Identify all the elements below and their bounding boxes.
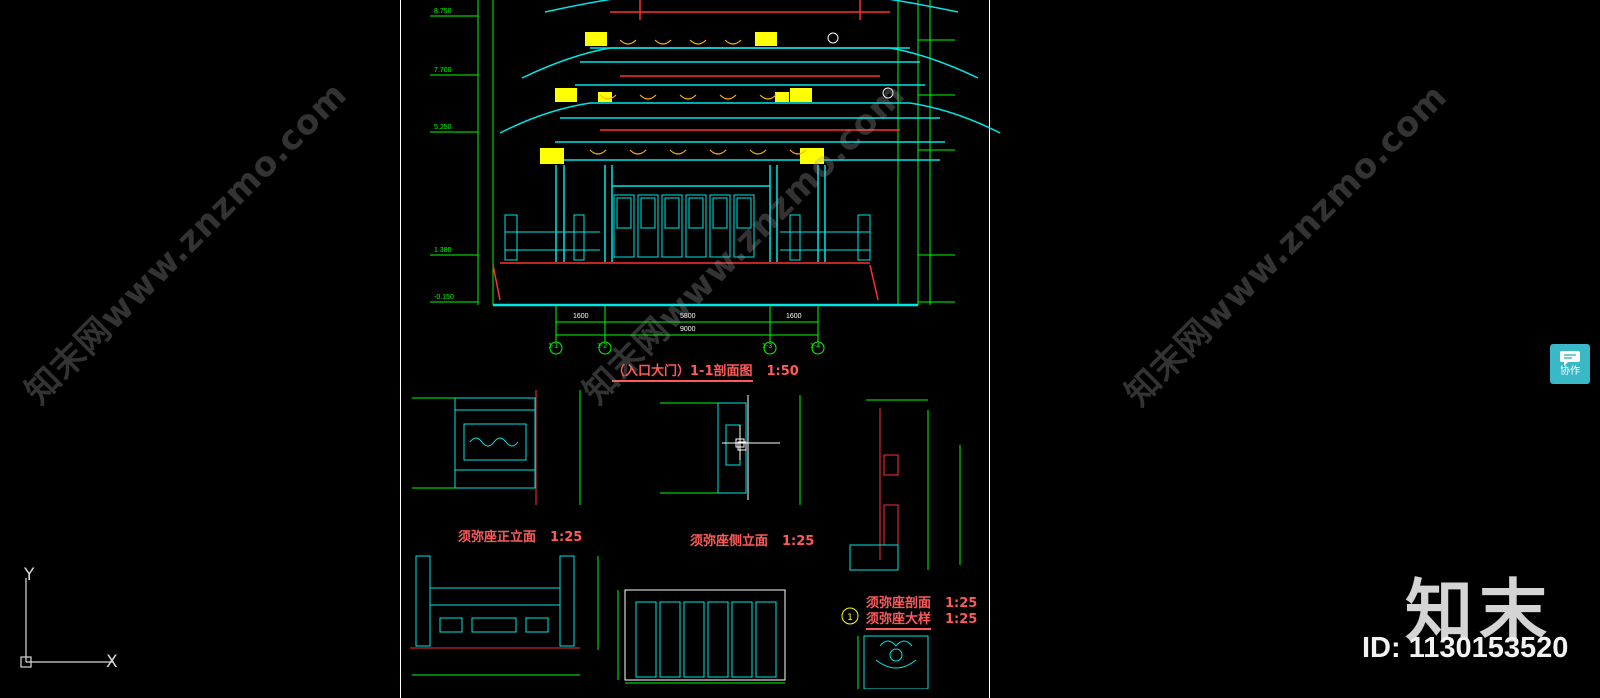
grid-axis-label: 1-3 (762, 343, 773, 350)
dimension-text: 9000 (680, 326, 696, 333)
base-detail-title-scale: 1:25 (945, 612, 978, 627)
grid-axis-label: 1-1 (548, 343, 559, 350)
dimension-text: 1600 (573, 313, 589, 320)
base-detail-title-text: 须弥座大样 (866, 612, 932, 630)
level-text: 8.750 (434, 8, 452, 15)
grid-axis-label: 1-4 (810, 343, 821, 350)
collaborate-button[interactable]: 协作 (1550, 344, 1590, 384)
level-text: 5.250 (434, 124, 452, 131)
base-side-title: 须弥座侧立面 1:25 (690, 530, 814, 549)
base-side-elevation-drawing (660, 395, 801, 505)
base-front-title: 须弥座正立面 1:25 (458, 526, 582, 545)
section-drawing-title: （入口大门）1-1剖面图 1:50 (612, 360, 799, 382)
railing-elevation-drawing (410, 555, 599, 676)
drawing-sheet-border (400, 0, 990, 698)
base-cut-title-scale: 1:25 (945, 596, 978, 611)
base-front-title-text: 须弥座正立面 (458, 530, 537, 545)
base-front-title-scale: 1:25 (550, 530, 583, 545)
collaborate-button-label: 协作 (1560, 366, 1580, 377)
cad-crosshair-cursor (722, 425, 780, 460)
detail-callout-number: 1 (847, 613, 853, 623)
section-title-scale: 1:50 (766, 364, 799, 379)
base-detail-ornament-drawing (857, 635, 929, 689)
base-cut-title-text: 须弥座剖面 (866, 596, 932, 611)
ucs-x-label: X (106, 652, 118, 672)
door-elevation-drawing (617, 589, 786, 684)
detail-callout-circle (841, 607, 859, 625)
base-side-title-text: 须弥座侧立面 (690, 534, 769, 549)
section-elevation-drawing (430, 0, 1001, 355)
grid-axis-label: 1-2 (597, 343, 608, 350)
base-front-elevation-drawing (412, 390, 581, 505)
level-text: 7.700 (434, 67, 452, 74)
base-side-title-scale: 1:25 (782, 534, 815, 549)
section-title-text: （入口大门）1-1剖面图 (612, 364, 753, 382)
base-cross-section-drawing (849, 399, 961, 571)
base-cut-title: 须弥座剖面 1:25 (866, 592, 977, 611)
resource-id-text: ID: 1130153520 (1362, 632, 1569, 664)
dimension-text: 5800 (680, 313, 696, 320)
base-detail-title: 须弥座大样 1:25 (866, 608, 978, 630)
chat-bubble-icon (1560, 351, 1580, 366)
level-text: 1.380 (434, 247, 452, 254)
dimension-text: 1600 (786, 313, 802, 320)
brand-logo-text: 知末 (1405, 573, 1554, 652)
level-text: -0.150 (434, 294, 454, 301)
ucs-axes-icon (20, 578, 114, 668)
ucs-y-label: Y (24, 565, 35, 585)
